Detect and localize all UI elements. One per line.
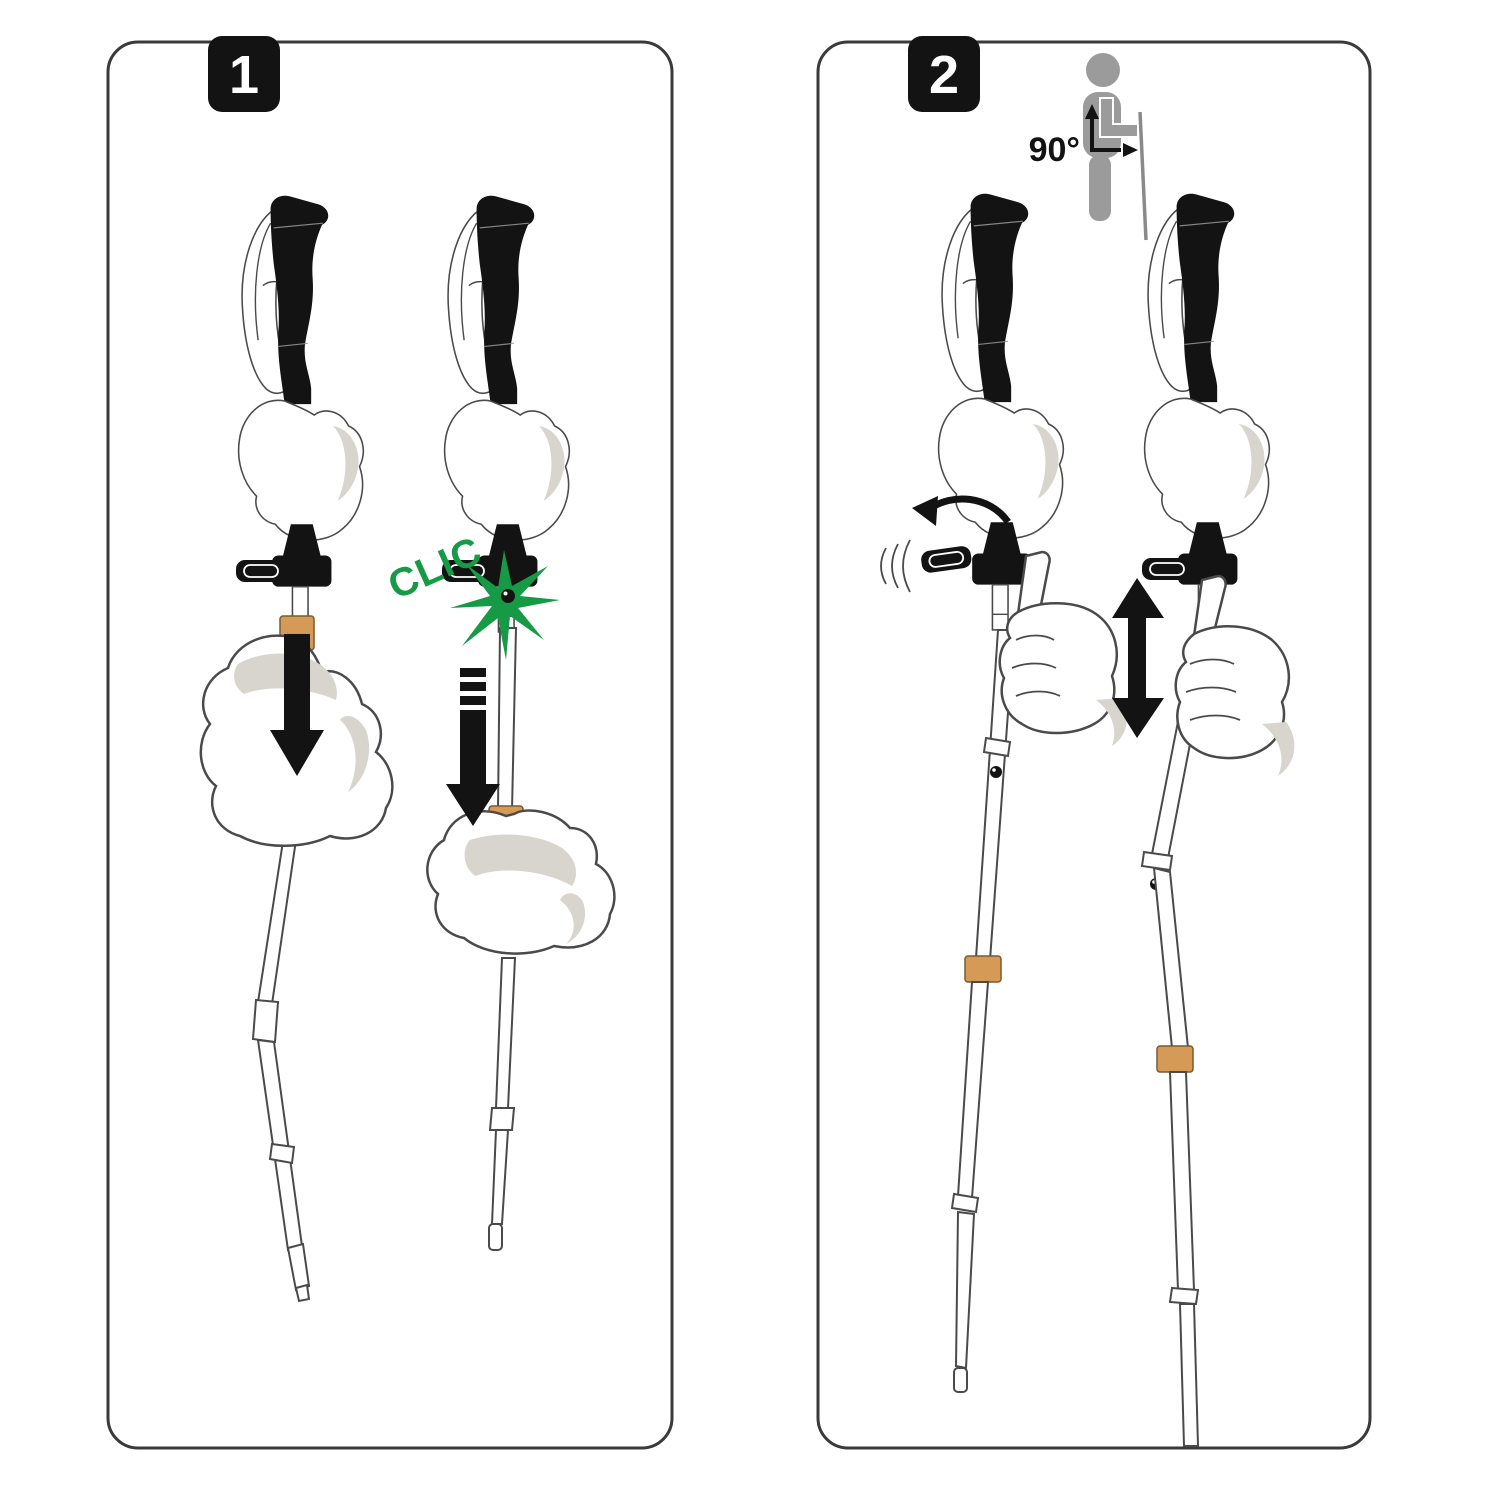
pole-tip-cap <box>488 1223 503 1251</box>
angle-label: 90° <box>1029 131 1080 169</box>
dashed-down-arrow-icon <box>446 668 500 826</box>
cloth-hand-shadow <box>560 893 586 944</box>
flip-lock-lever <box>1141 557 1193 581</box>
person-arm <box>1099 97 1139 138</box>
index-finger <box>1016 550 1051 616</box>
hand-gripping-icon <box>1174 574 1295 776</box>
shaft-collar <box>1168 1286 1200 1306</box>
adjustment-band <box>964 955 1002 983</box>
pin-glint <box>503 591 508 596</box>
person-pole-line <box>1138 111 1148 241</box>
clic-starburst-icon <box>450 550 560 660</box>
curved-arrow-icon <box>912 495 1011 526</box>
adjustment-band <box>1156 1045 1194 1073</box>
panel-step-2: 2 90° <box>816 36 1372 1450</box>
pole-folded-pulling <box>199 194 394 1303</box>
panel-frame <box>106 40 674 1450</box>
fist <box>998 602 1118 735</box>
cloth-hand-shadow <box>464 834 577 886</box>
angle-arrows-icon <box>1085 104 1138 157</box>
step-number: 2 <box>929 45 959 105</box>
person-head <box>1086 53 1120 87</box>
posture-guide: 90° <box>1029 53 1148 241</box>
step-badge <box>908 36 980 112</box>
person-leg <box>1089 155 1111 221</box>
fist <box>1174 625 1290 760</box>
pole-lock-open <box>880 192 1127 1393</box>
shaft-collar <box>982 736 1012 758</box>
wrist-shadow <box>1262 722 1295 776</box>
vibration-lines-icon <box>880 539 911 593</box>
locking-pin-icon <box>501 589 515 603</box>
hand-pointing-icon <box>998 550 1127 746</box>
shaft-collar <box>950 1192 980 1214</box>
pin-glint <box>992 768 996 772</box>
pole-tip-cap <box>953 1367 968 1393</box>
pole-tip <box>286 1242 311 1292</box>
index-finger <box>1192 574 1227 638</box>
pole-height-adjust <box>1112 192 1295 1447</box>
shaft-collar <box>488 1107 516 1131</box>
locking-pin-icon <box>990 766 1002 778</box>
flip-lock-lever <box>235 559 287 583</box>
step-number: 1 <box>229 45 259 105</box>
cloth-hand <box>426 809 616 955</box>
pole-shaft-bottom <box>1178 1303 1200 1447</box>
panel-step-1: 1 <box>106 36 674 1450</box>
shaft-taper <box>490 1129 510 1225</box>
cloth-hand-shadow <box>340 715 370 792</box>
double-arrow-icon <box>1112 578 1164 738</box>
pole-shaft-upper <box>496 627 518 811</box>
pole-clicked: CLIC <box>382 194 616 1251</box>
wrist-shadow <box>1096 698 1127 746</box>
pole-tip-cap <box>294 1283 311 1303</box>
step-badge <box>208 36 280 112</box>
shaft-collar <box>1140 850 1174 872</box>
down-arrow-icon <box>270 634 324 776</box>
panel-frame <box>816 40 1372 1450</box>
